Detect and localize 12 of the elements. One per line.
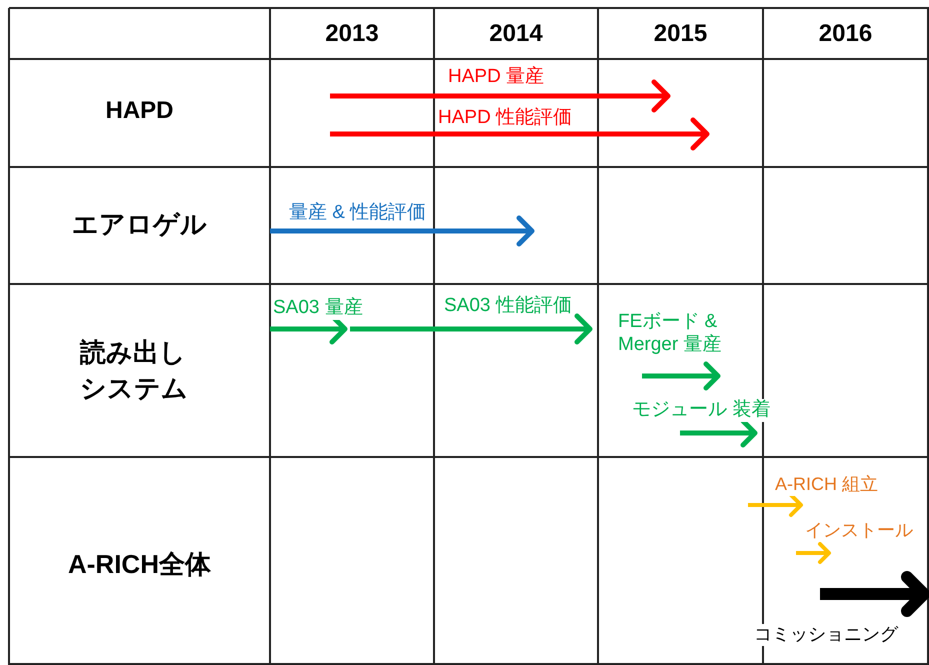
task-label: SA03 量産 [273,297,363,320]
row-header: HAPD [104,97,174,126]
row-header: A-RICH全体 [67,549,212,580]
task-label: モジュール 装着 [632,399,770,422]
column-header: 2014 [488,20,544,49]
column-header: 2013 [324,20,380,49]
column-header: 2015 [652,20,708,49]
column-header: 2016 [818,20,874,49]
row-header: 読み出しシステム [80,336,189,406]
task-label: コミッショニング [754,624,898,646]
task-label: A-RICH 組立 [775,474,878,496]
row-header: エアロゲル [71,209,208,240]
